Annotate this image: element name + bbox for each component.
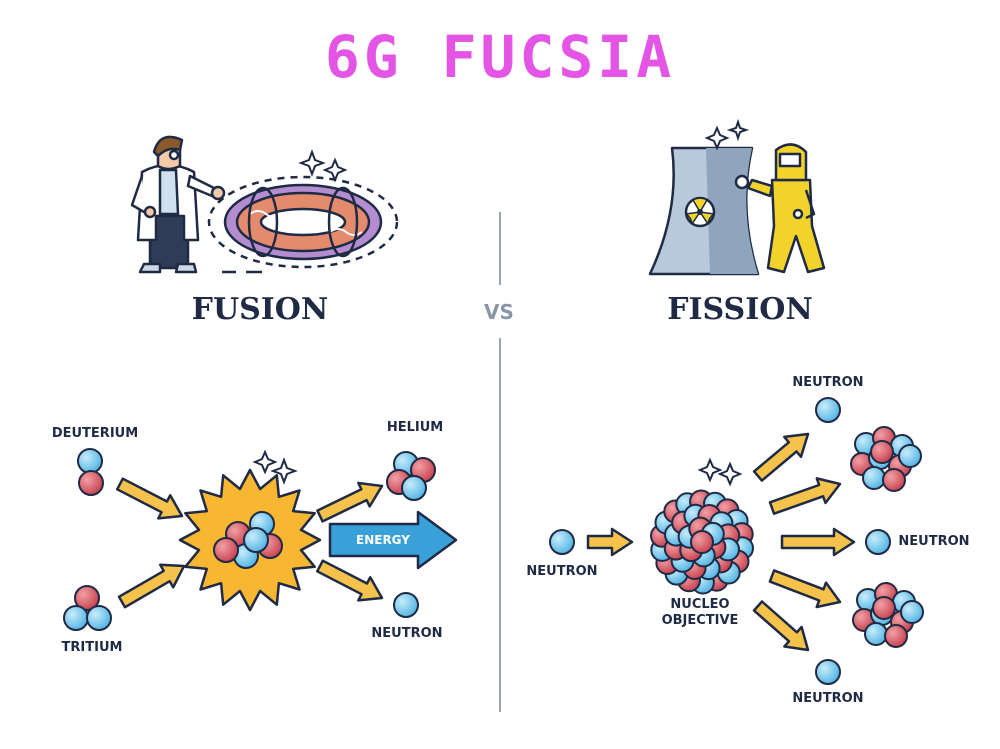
nucleus-label-line2: OBJECTIVE xyxy=(661,613,739,628)
energy-label: ENERGY xyxy=(356,533,410,547)
fission-neutron-bottom xyxy=(815,659,841,685)
arrow-fragment-bottom xyxy=(768,569,842,609)
page-title: 6G FUCSIA xyxy=(324,23,676,91)
sparkle-icon xyxy=(697,457,743,487)
fission-heading: FISSION xyxy=(667,292,813,327)
helium-nucleon xyxy=(401,475,427,501)
fusion-core-nucleon xyxy=(243,527,269,553)
nucleus-nucleon xyxy=(690,530,714,554)
fusion-core-nucleon xyxy=(213,537,239,563)
fragment-top-nucleon xyxy=(898,444,922,468)
fission-neutron-mid xyxy=(865,529,891,555)
arrow-neutron-out xyxy=(315,559,384,602)
arrow-neutron-top xyxy=(752,432,810,482)
arrow-tritium-in xyxy=(117,563,186,609)
arrow-neutron-bottom xyxy=(752,600,810,652)
helium-label: HELIUM xyxy=(386,420,444,435)
sparkle-icon xyxy=(704,118,750,151)
fission-neutron-mid-label: NEUTRON xyxy=(898,534,970,549)
fusion-neutron-label: NEUTRON xyxy=(371,626,443,641)
fission-incoming-neutron xyxy=(549,529,575,555)
cooling-tower xyxy=(648,146,760,276)
nucleus-label-line1: NUCLEO xyxy=(670,597,730,612)
reaction-arrows xyxy=(115,432,856,652)
fragment-bottom-nucleon xyxy=(864,622,888,646)
arrow-deuterium-in xyxy=(115,477,184,520)
tritium-neutron xyxy=(86,605,112,631)
deuterium-proton xyxy=(78,470,104,496)
arrow-neutron-mid xyxy=(780,527,856,557)
tritium-label: TRITIUM xyxy=(61,640,123,655)
scientist-figure xyxy=(130,135,226,274)
fission-neutron-bottom-label: NEUTRON xyxy=(792,691,864,706)
fragment-bottom-nucleon xyxy=(872,596,896,620)
hazmat-worker xyxy=(734,143,826,274)
neutron-in-label: NEUTRON xyxy=(526,564,598,579)
tokamak-torus xyxy=(207,175,399,274)
particles xyxy=(63,397,924,685)
deuterium-label: DEUTERIUM xyxy=(51,426,139,441)
fragment-top-nucleon xyxy=(862,466,886,490)
fusion-heading: FUSION xyxy=(191,292,329,327)
fusion-neutron xyxy=(393,592,419,618)
fission-neutron-top xyxy=(815,397,841,423)
arrow-fragment-top xyxy=(768,477,842,515)
tritium-proton xyxy=(74,585,100,611)
energy-arrow xyxy=(328,510,458,570)
sparkle-icon xyxy=(252,449,298,485)
fragment-top-nucleon xyxy=(882,468,906,492)
deuterium-neutron xyxy=(77,448,103,474)
arrow-neutron-in xyxy=(586,527,634,557)
fission-neutron-top-label: NEUTRON xyxy=(792,375,864,390)
vs-label: VS xyxy=(484,300,514,324)
sparkle-icon xyxy=(298,149,348,183)
fragment-bottom-nucleon xyxy=(884,624,908,648)
arrow-helium-out xyxy=(316,481,384,523)
tritium-neutron xyxy=(63,605,89,631)
fragment-bottom-nucleon xyxy=(900,600,924,624)
fragment-top-nucleon xyxy=(870,440,894,464)
